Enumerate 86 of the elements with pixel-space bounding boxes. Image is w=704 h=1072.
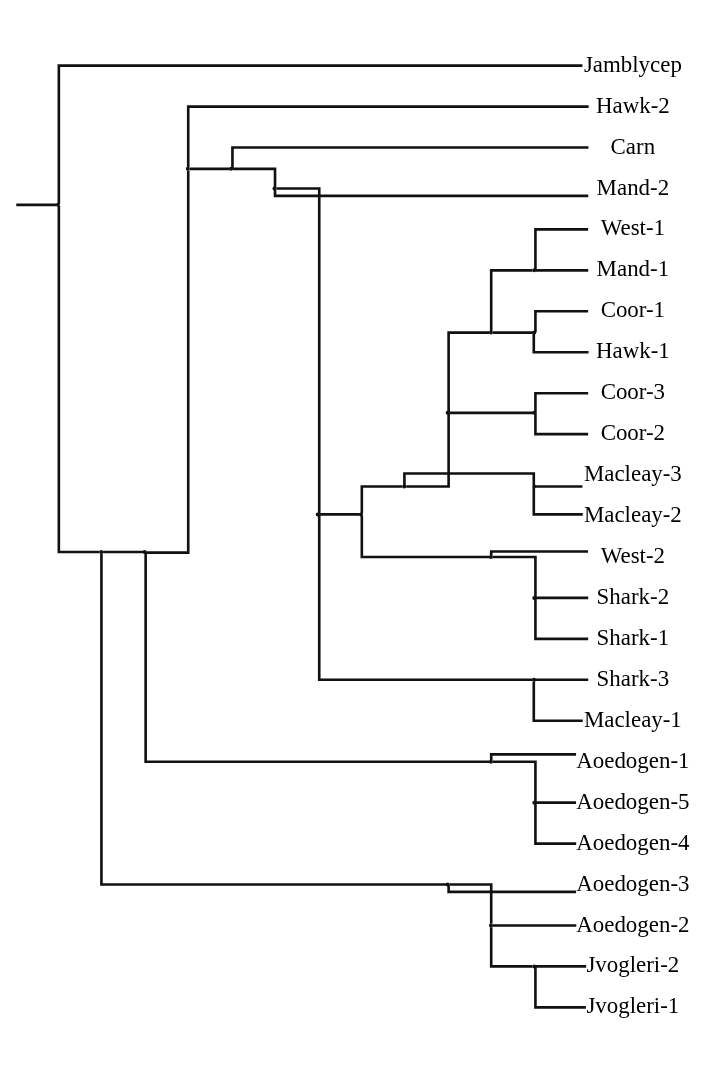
connector bbox=[489, 752, 577, 761]
node-point bbox=[532, 330, 537, 335]
connector bbox=[489, 268, 533, 331]
node-text: Aoedogen-3 bbox=[576, 870, 690, 896]
connector bbox=[489, 549, 589, 556]
connector bbox=[100, 553, 447, 886]
node-text: Jvogleri-2 bbox=[586, 951, 680, 977]
node-point bbox=[488, 922, 493, 927]
node-text: Macleay-2 bbox=[583, 501, 682, 527]
connector bbox=[406, 413, 450, 488]
connector bbox=[535, 678, 589, 681]
node-point bbox=[445, 410, 450, 415]
connector bbox=[489, 926, 533, 968]
node-text: Shark-2 bbox=[596, 583, 670, 609]
node-text: Mand-2 bbox=[596, 174, 670, 200]
node-text: Mand-1 bbox=[596, 255, 670, 281]
connector bbox=[276, 186, 321, 514]
connector bbox=[534, 309, 589, 332]
node-text: West-2 bbox=[600, 542, 666, 568]
connector bbox=[532, 333, 589, 354]
node-point bbox=[532, 410, 537, 415]
connector bbox=[535, 596, 589, 599]
node-text: Coor-3 bbox=[600, 378, 666, 404]
connector bbox=[57, 63, 583, 204]
connector bbox=[447, 330, 490, 412]
connector bbox=[145, 170, 190, 554]
node-text: Aoedogen-5 bbox=[576, 788, 690, 814]
connector bbox=[189, 167, 230, 170]
connector bbox=[532, 487, 583, 516]
connector bbox=[57, 205, 100, 553]
connector bbox=[449, 411, 533, 414]
connector bbox=[319, 512, 360, 516]
connector bbox=[233, 167, 277, 187]
node-text: Shark-1 bbox=[596, 624, 670, 650]
connector bbox=[492, 759, 537, 802]
connector bbox=[535, 800, 577, 804]
node-text: Aoedogen-2 bbox=[576, 911, 690, 937]
connector bbox=[535, 484, 583, 488]
connector bbox=[449, 882, 493, 924]
node-point bbox=[402, 484, 407, 489]
node-text: Macleay-3 bbox=[583, 460, 682, 486]
node-text: Jvogleri-1 bbox=[586, 992, 680, 1018]
connector bbox=[317, 514, 533, 681]
node-point bbox=[532, 267, 537, 272]
node-text: Aoedogen-4 bbox=[576, 829, 690, 855]
connector bbox=[360, 484, 403, 513]
node-point bbox=[488, 759, 493, 764]
node-text: West-1 bbox=[600, 214, 666, 240]
node-point bbox=[185, 166, 190, 171]
node-point bbox=[532, 963, 537, 968]
connector bbox=[273, 189, 589, 197]
node-text: Shark-3 bbox=[596, 665, 670, 691]
connector bbox=[532, 681, 583, 722]
node-point bbox=[532, 595, 537, 600]
node-point bbox=[55, 202, 60, 207]
node-point bbox=[532, 677, 537, 682]
connector bbox=[534, 966, 586, 1009]
node-point bbox=[142, 549, 147, 554]
connector bbox=[492, 923, 577, 927]
node-text: Aoedogen-1 bbox=[576, 747, 690, 773]
node-point bbox=[532, 484, 537, 489]
connector bbox=[403, 471, 536, 485]
node-text: Carn bbox=[610, 133, 656, 159]
connector bbox=[103, 550, 144, 553]
node-text: Coor-2 bbox=[600, 419, 666, 445]
node-text: Hawk-1 bbox=[595, 337, 670, 363]
node-text: Macleay-1 bbox=[583, 706, 682, 732]
connector bbox=[144, 552, 490, 763]
node-point bbox=[229, 166, 234, 171]
node-point bbox=[445, 882, 450, 887]
node-point bbox=[488, 330, 493, 335]
connector bbox=[186, 104, 589, 167]
node-text: Jamblycep bbox=[583, 51, 682, 77]
node-point bbox=[99, 549, 104, 554]
connector bbox=[535, 268, 589, 272]
node-point bbox=[272, 186, 277, 190]
connector bbox=[492, 330, 533, 334]
node-point bbox=[359, 511, 364, 516]
node-point bbox=[315, 511, 320, 516]
node-text: Hawk-2 bbox=[595, 92, 670, 118]
connector bbox=[16, 203, 57, 206]
node-point bbox=[532, 800, 537, 805]
node-text: Coor-1 bbox=[600, 296, 666, 322]
connector bbox=[535, 964, 587, 968]
node-point bbox=[488, 554, 493, 559]
connector bbox=[360, 514, 490, 558]
